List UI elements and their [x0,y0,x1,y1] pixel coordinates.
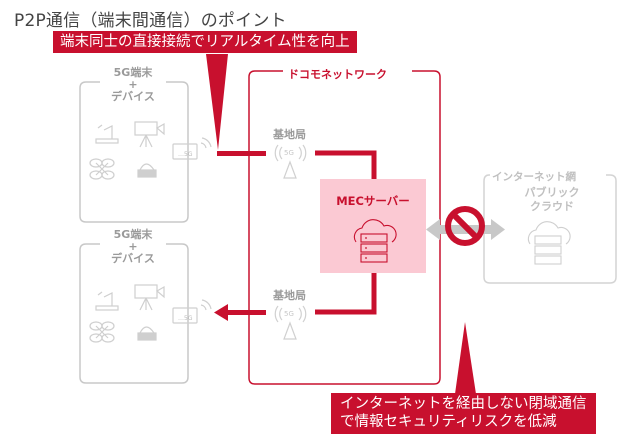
device-1-label-line3: デバイス [111,90,155,103]
base-station-bottom-label: 基地局 [273,289,306,302]
device-2-label-line3: デバイス [111,252,155,265]
video-camera-icon [134,284,165,311]
antenna-bottom-text: 5G [284,310,294,318]
vr-headset-icon [137,326,157,341]
antenna-tower-icon [274,144,307,179]
video-camera-icon [134,121,165,148]
device-1-label-line2: + [128,78,138,91]
link-device1-basestation [217,151,266,156]
link-basestation2-device2 [226,310,266,315]
callout-bottom-pointer [455,322,476,394]
drone-icon [89,321,115,343]
wifi-signal-icon [200,137,212,149]
device-2-module-text: …5G [178,315,193,322]
callout-security-line1: インターネットを経由しない閉域通信 [340,396,587,412]
device-icons-1 [89,121,212,180]
callout-top-pointer [206,54,228,150]
internet-network-label: インターネット網 [490,169,578,184]
link-mec-basestation2 [315,272,377,315]
device-1-module-text: …5G [178,151,193,158]
callout-realtime: 端末同士の直接接続でリアルタイム性を向上 [53,31,357,53]
vr-headset-icon [137,163,157,178]
page-title: P2P通信（端末間通信）のポイント [14,11,287,31]
5g-module-icon [172,307,198,324]
device-1-label-line1: 5G端末 [113,66,153,79]
drone-icon [89,158,115,180]
cloud-server-icon [353,219,397,263]
antenna-top-text: 5G [284,149,294,157]
mec-server-box [320,179,426,273]
docomo-network-outline [248,70,441,385]
device-2-label: 5G端末 + デバイス [100,229,166,265]
docomo-network-label: ドコモネットワーク [288,68,387,81]
link-basestation1-mec [315,150,377,180]
public-cloud-label: パブリック クラウド [488,186,616,214]
antenna-tower-icon [274,305,307,340]
public-cloud-icon [527,221,571,265]
device-2-label-line1: 5G端末 [113,228,153,241]
public-cloud-label-line1: パブリック [524,186,580,199]
device-2-label-line2: + [128,240,138,253]
robot-arm-icon [95,124,119,144]
internet-box-outline [483,174,617,284]
device-icons-2 [89,284,212,343]
left-arrow-icon [214,304,228,321]
device-box-1-outline [79,81,189,223]
base-station-top-label: 基地局 [273,128,306,141]
device-box-2-outline [79,243,189,384]
robot-arm-icon [95,291,119,311]
wifi-signal-icon [200,299,212,311]
callout-security: インターネットを経由しない閉域通信 で情報セキュリティリスクを低減 [331,393,596,434]
mec-server-label: MECサーバー [336,194,410,208]
callout-security-line2: で情報セキュリティリスクを低減 [340,414,557,430]
5g-module-icon [172,143,198,160]
device-1-label: 5G端末 + デバイス [100,67,166,103]
prohibited-icon [445,206,485,246]
public-cloud-label-line2: クラウド [530,200,574,213]
